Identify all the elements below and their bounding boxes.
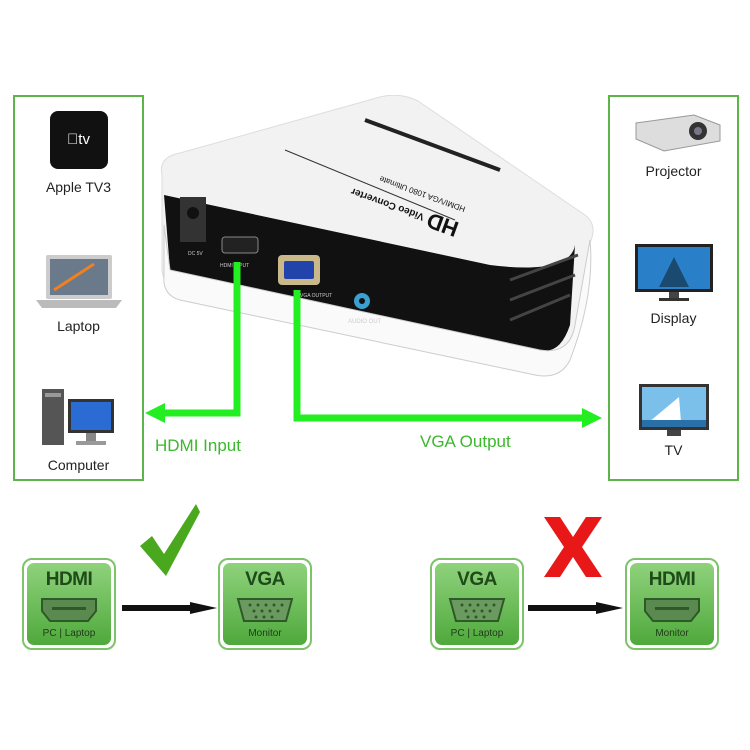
port-label: AUDIO OUT: [348, 319, 382, 325]
port-label: HDMI INPUT: [220, 263, 249, 269]
card-title: VGA: [245, 569, 285, 590]
display-tv: TV: [610, 382, 737, 458]
unsupported-target-card: HDMI Monitor: [625, 558, 719, 650]
tv-icon: [638, 384, 709, 436]
vga-output-label: VGA Output: [420, 432, 511, 451]
laptop-icon: [35, 255, 122, 308]
vga-port-icon: [448, 598, 506, 622]
port-label: VGA OUTPUT: [300, 293, 332, 299]
card-subtitle: Monitor: [248, 628, 282, 639]
display-label: Display: [650, 310, 697, 326]
arrow-right-icon: [528, 602, 623, 614]
projector-icon: [635, 114, 720, 152]
hdmi-port: [221, 236, 259, 254]
hdmi-port-icon: [41, 598, 97, 622]
source-laptop: Laptop: [15, 252, 142, 334]
hdmi-port-icon: [644, 598, 700, 622]
port-label: DC 5V: [188, 251, 203, 257]
source-label: Computer: [47, 457, 110, 473]
dc-power-port: [180, 197, 206, 242]
vga-port-icon: [236, 598, 294, 622]
supported-target-card: VGA Monitor: [218, 558, 312, 650]
cross-mark-icon: [544, 517, 602, 577]
card-subtitle: PC | Laptop: [450, 628, 504, 639]
card-subtitle: Monitor: [655, 628, 689, 639]
source-computer: Computer: [15, 385, 142, 473]
card-subtitle: PC | Laptop: [42, 628, 96, 639]
source-label: Laptop: [57, 318, 100, 334]
converter-device: HD Video Converter HDMI/VGA 1080 Ultimat…: [160, 95, 594, 377]
vga-arrowhead: [582, 408, 602, 428]
arrow-right-icon: [122, 602, 217, 614]
hdmi-arrowhead: [145, 403, 165, 423]
unsupported-source-card: VGA PC | Laptop: [430, 558, 524, 650]
vga-port: [278, 255, 320, 285]
display-panel: Projector Display TV: [608, 95, 739, 481]
display-monitor: Display: [610, 242, 737, 326]
source-apple-tv: tv Apple TV3: [15, 111, 142, 195]
card-title: HDMI: [648, 569, 696, 590]
apple-tv-icon: tv: [49, 111, 108, 169]
supported-source-card: HDMI PC | Laptop: [22, 558, 116, 650]
computer-icon: [41, 389, 114, 445]
check-mark-icon: [140, 504, 200, 576]
card-title: HDMI: [45, 569, 93, 590]
source-panel: tv Apple TV3 Laptop Computer: [13, 95, 144, 481]
apple-tv-logo-text: tv: [72, 131, 90, 148]
audio-out-port: [354, 293, 370, 309]
display-projector: Projector: [610, 107, 737, 179]
card-title: VGA: [457, 569, 497, 590]
display-label: TV: [664, 442, 683, 458]
source-label: Apple TV3: [45, 179, 112, 195]
monitor-icon: [634, 244, 713, 301]
hdmi-input-label: HDMI Input: [155, 436, 241, 455]
display-label: Projector: [645, 163, 702, 179]
